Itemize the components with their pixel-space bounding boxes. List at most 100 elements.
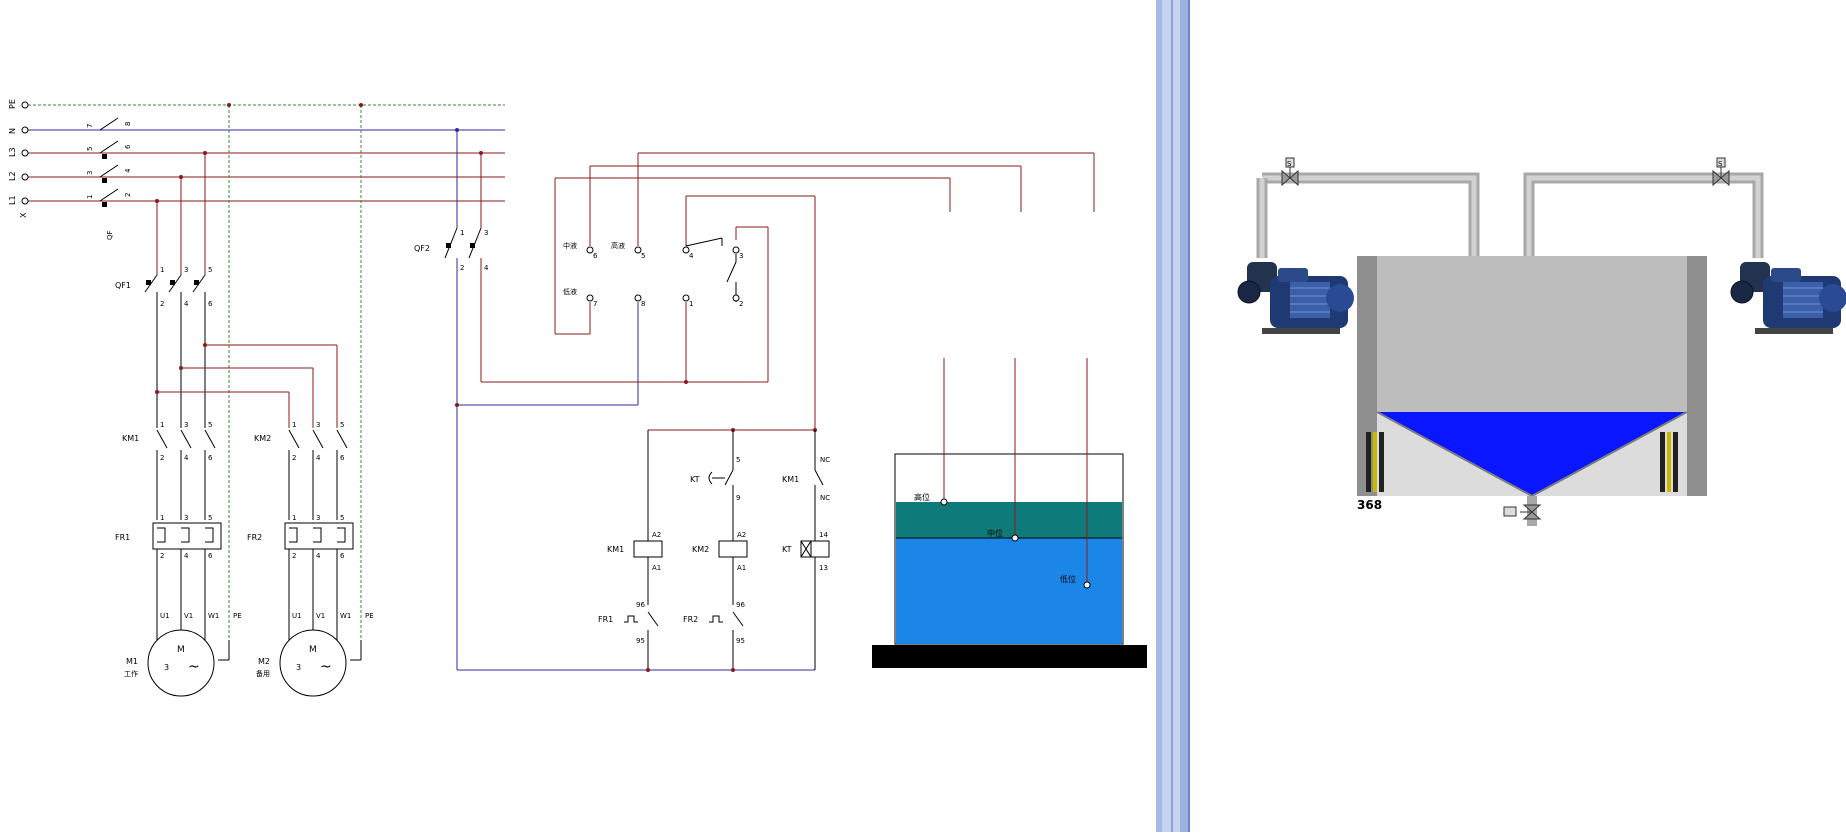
qf2-label: QF2	[414, 244, 430, 253]
kt-coil-label: KT	[782, 545, 792, 554]
control-circuit: QF2 1 3 2 4	[414, 128, 1095, 672]
ctrl-a1: A1	[652, 564, 661, 572]
tank-low-label: 低位	[1060, 574, 1076, 584]
ctrl-a1: A1	[737, 564, 746, 572]
bus-label-l1: L1	[8, 195, 17, 205]
fr2-nc-label: FR2	[683, 615, 698, 624]
qf-switch: 7 8 5 6 3 4 1 2 QF	[86, 117, 132, 240]
km1-number: 3	[184, 421, 188, 429]
qf-label: QF	[106, 230, 114, 240]
fr2-number: 2	[292, 552, 296, 560]
motor2-tilde: ~	[320, 659, 332, 675]
ctrl-n9: 9	[736, 494, 740, 502]
qf2-number: 4	[484, 264, 489, 272]
fr2-label: FR2	[247, 533, 262, 542]
qf1-number: 5	[208, 266, 212, 274]
m1-terminal: PE	[233, 612, 242, 620]
m1-terminal: U1	[160, 612, 170, 620]
drain-valve[interactable]	[1503, 496, 1542, 526]
motor2-label: M2	[258, 657, 270, 666]
tank-high-label: 高位	[914, 492, 930, 502]
inlet-valve-left[interactable]: S	[1281, 157, 1299, 187]
level-pin: 3	[739, 252, 743, 260]
m1-terminal: V1	[184, 612, 193, 620]
inlet-valve-right[interactable]: S	[1712, 157, 1730, 187]
level-pin: 6	[593, 252, 598, 260]
bus-label-x: X	[19, 212, 28, 218]
window-divider[interactable]	[1156, 0, 1190, 832]
qf1-number: 3	[184, 266, 188, 274]
fr1-nc-label: FR1	[598, 615, 613, 624]
qf1-number: 2	[160, 300, 164, 308]
level-pin: 7	[593, 300, 597, 308]
m1-terminal: W1	[208, 612, 219, 620]
fr1-number: 5	[208, 514, 212, 522]
qf-number: 8	[124, 122, 132, 126]
bus-label-pe: PE	[8, 99, 17, 109]
fr1-number: 2	[160, 552, 164, 560]
fr2-number: 1	[292, 514, 296, 522]
m2-terminal: U1	[292, 612, 302, 620]
ctrl-n95: 95	[736, 637, 745, 645]
km1-contact-label: KM1	[782, 475, 799, 484]
km2-number: 4	[316, 454, 321, 462]
km1-number: 2	[160, 454, 164, 462]
qf-number: 6	[124, 144, 132, 149]
km2-coil	[718, 540, 748, 558]
km2-number: 6	[340, 454, 345, 462]
km1-number: 4	[184, 454, 189, 462]
fr1-number: 6	[208, 552, 213, 560]
km2-number: 3	[316, 421, 320, 429]
ctrl-n13: 13	[819, 564, 828, 572]
km1-coil	[633, 540, 663, 558]
motor1-label: M1	[126, 657, 138, 666]
level-pin: 8	[641, 300, 645, 308]
fr2-number: 3	[316, 514, 320, 522]
level-tank: 高位 中位 低位	[872, 358, 1147, 668]
qf-number: 5	[86, 147, 94, 151]
qf-number: 3	[86, 171, 94, 175]
m2-terminal: W1	[340, 612, 351, 620]
level-high-label: 高液	[611, 241, 625, 250]
qf2-number: 1	[460, 229, 464, 237]
bus-label-n: N	[8, 128, 17, 134]
qf1-label: QF1	[115, 281, 131, 290]
motor2-symbol	[279, 629, 347, 697]
motor1-letter: M	[177, 645, 185, 655]
valve-tag: S	[1287, 160, 1292, 168]
ctrl-a2: A2	[737, 531, 746, 539]
kt-coil	[800, 540, 830, 558]
qf1-number: 4	[184, 300, 189, 308]
motor2-letter: M	[309, 645, 317, 655]
pump-right[interactable]	[1730, 262, 1846, 334]
qf-number: 1	[86, 195, 94, 199]
km2-number: 5	[340, 421, 344, 429]
motor2-branch: KM2 1 3 5 2 4 6 FR2 1 3 5 2 4 6 U1 V1 W1…	[247, 345, 374, 697]
level-pin: 1	[689, 300, 693, 308]
fr1-number: 1	[160, 514, 164, 522]
km1-number: 5	[208, 421, 212, 429]
m2-terminal: V1	[316, 612, 325, 620]
km2-label: KM2	[254, 434, 271, 443]
motor1-role: 工作	[124, 669, 138, 678]
motor1-phase: 3	[164, 663, 169, 672]
qf-number: 7	[86, 124, 94, 128]
pump-left[interactable]	[1237, 262, 1354, 334]
level-low-label: 低液	[563, 287, 577, 296]
motor1-branch: QF1 1 3 5 2 4 6 KM1 1 3 5 2 4 6	[115, 151, 337, 697]
km2-number: 2	[292, 454, 296, 462]
ctrl-n96: 96	[736, 601, 745, 609]
ctrl-a2: A2	[652, 531, 661, 539]
bus-label-l2: L2	[8, 171, 17, 181]
km1-coil-label: KM1	[607, 545, 624, 554]
fr1-number: 4	[184, 552, 189, 560]
fr2-number: 6	[340, 552, 345, 560]
km2-coil-label: KM2	[692, 545, 709, 554]
qf1-number: 1	[160, 266, 164, 274]
level-pin: 5	[641, 252, 645, 260]
tank-mid-label: 中位	[987, 528, 1003, 538]
tank-water-lower	[896, 538, 1122, 644]
qf-number: 2	[124, 193, 132, 197]
bus-label-l3: L3	[8, 147, 17, 157]
